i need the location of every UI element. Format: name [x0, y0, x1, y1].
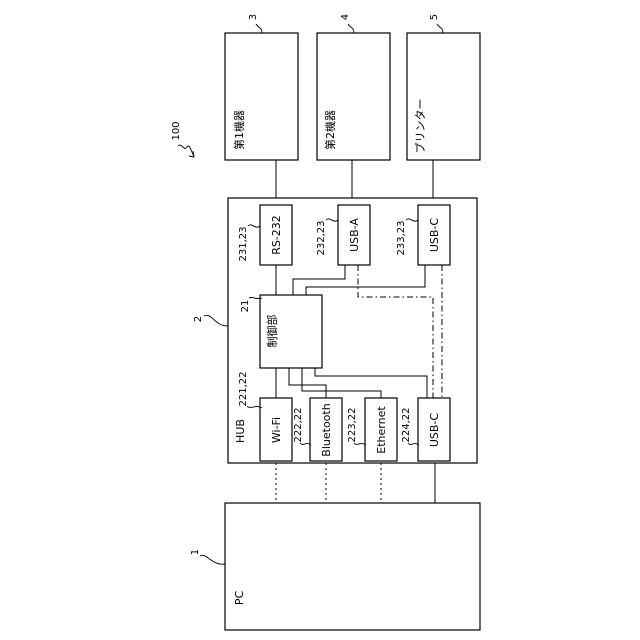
port-ethernet-label: Ethernet: [375, 406, 388, 454]
port-rs232: RS-232: [260, 205, 292, 265]
device1-label: 第1機器: [232, 110, 246, 150]
ref-usbc-bottom: 224,22: [401, 408, 412, 443]
ref-device1: 3: [248, 14, 259, 20]
ref-wifi: 221,22: [238, 372, 249, 407]
device2-block: 第2機器: [317, 33, 390, 160]
ref-ethernet: 223,22: [347, 408, 358, 443]
leader-device2: [348, 24, 354, 33]
controller-block: 制御部: [260, 295, 322, 368]
port-usba: USB-A: [338, 205, 370, 265]
port-bluetooth-label: Bluetooth: [320, 403, 333, 456]
hub-label: HUB: [234, 419, 247, 443]
port-wifi: Wi-Fi: [260, 398, 292, 461]
port-wifi-label: Wi-Fi: [270, 417, 283, 443]
ref-controller: 21: [240, 300, 251, 313]
device2-label: 第2機器: [323, 110, 337, 150]
leader-hub: [204, 315, 228, 326]
arrow-system: [178, 145, 194, 156]
ref-usba: 232,23: [316, 221, 327, 256]
port-rs232-label: RS-232: [270, 215, 283, 255]
leader-device1: [256, 24, 262, 33]
ref-system: 100: [171, 121, 182, 140]
ref-rs232: 231,23: [238, 227, 249, 262]
ref-printer: 5: [429, 14, 440, 20]
pc-label: PC: [233, 591, 246, 606]
ref-device2: 4: [340, 14, 351, 20]
ref-pc: 1: [190, 549, 201, 555]
ref-bluetooth: 222,22: [293, 408, 304, 443]
port-usbc-top-label: USB-C: [428, 218, 441, 253]
leader-pc: [200, 555, 225, 564]
device1-block: 第1機器: [225, 33, 298, 160]
port-bluetooth: Bluetooth: [310, 398, 342, 461]
controller-label: 制御部: [265, 315, 279, 348]
port-usbc-top: USB-C: [418, 205, 450, 265]
leader-printer: [437, 24, 443, 33]
ref-usbc-top: 233,23: [396, 221, 407, 256]
port-usbc-bottom-label: USB-C: [428, 413, 441, 448]
printer-block: プリンター: [407, 33, 480, 160]
port-usba-label: USB-A: [348, 218, 361, 252]
ref-hub: 2: [193, 316, 204, 322]
printer-label: プリンター: [414, 99, 427, 154]
port-ethernet: Ethernet: [365, 398, 397, 461]
pc-block: PC: [225, 503, 480, 630]
port-usbc-bottom: USB-C: [418, 398, 450, 461]
